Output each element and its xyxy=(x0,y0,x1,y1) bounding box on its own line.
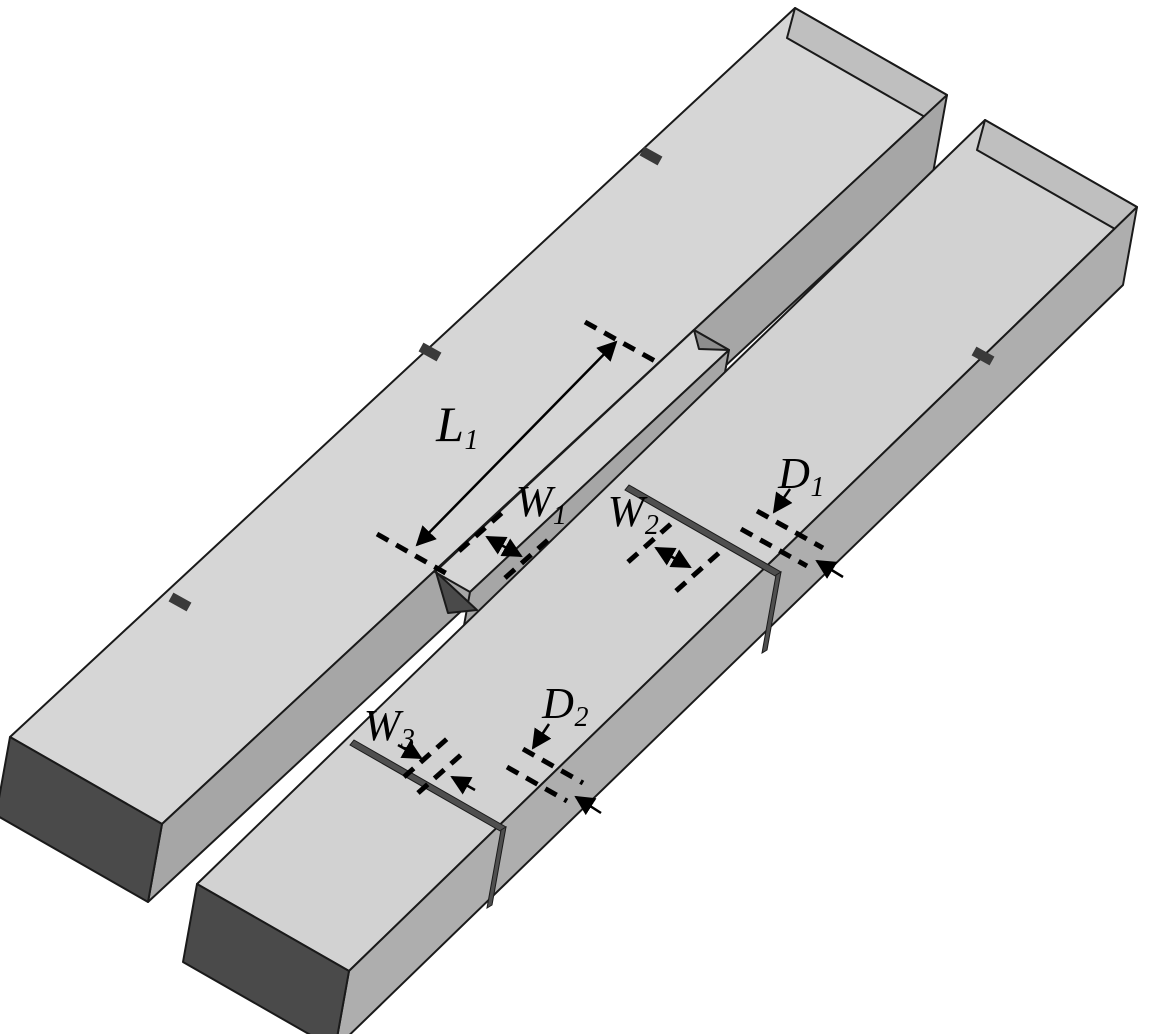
label-W2-symbol: W xyxy=(607,487,645,536)
w3-arrow-upper xyxy=(397,740,423,760)
label-L1-symbol: L xyxy=(436,396,464,452)
label-D2: D2 xyxy=(542,679,588,732)
label-D1-symbol: D xyxy=(778,449,810,498)
cavity-upper-step-wall xyxy=(693,329,730,351)
label-L1: L1 xyxy=(436,396,478,454)
label-W3: W3 xyxy=(363,701,415,754)
d2-arrow-lower xyxy=(574,795,602,816)
w1-dash-a xyxy=(457,510,505,553)
d1-arrow-upper xyxy=(772,488,793,514)
label-W3-subscript: 3 xyxy=(400,723,415,755)
l1-extent-dash-lower xyxy=(375,531,451,578)
d1-dash-b xyxy=(739,526,809,569)
cavity-lower-step-wall xyxy=(435,571,478,614)
label-W2-subscript: 2 xyxy=(644,509,659,541)
d1-dash-a xyxy=(755,508,825,551)
label-W1-subscript: 1 xyxy=(552,499,567,531)
label-D1-subscript: 1 xyxy=(810,471,825,503)
bar1-edge-notch-1 xyxy=(168,592,192,612)
w1-dash-b xyxy=(503,537,551,580)
label-W3-symbol: W xyxy=(363,701,401,750)
bar2-slit-d1-wall-trace xyxy=(761,571,782,654)
w3-dash-a xyxy=(402,736,450,779)
label-D2-symbol: D xyxy=(542,679,574,728)
d1-arrow-lower xyxy=(815,559,844,579)
d2-dash-b xyxy=(505,764,569,804)
label-D1: D1 xyxy=(778,449,824,502)
label-W2: W2 xyxy=(607,487,659,540)
bar2-near-end-face xyxy=(182,883,350,1034)
d2-dash-a xyxy=(521,746,585,786)
w3-dash-b xyxy=(416,752,464,795)
w2-dash-a xyxy=(626,521,674,564)
l1-extent-dash-upper xyxy=(583,319,657,364)
w1-dimension-arrow xyxy=(485,535,523,558)
w2-dimension-arrow xyxy=(654,546,692,569)
d2-arrow-upper xyxy=(531,723,552,750)
label-W1-symbol: W xyxy=(515,477,553,526)
bar1-edge-notch-3 xyxy=(639,146,663,166)
label-D2-subscript: 2 xyxy=(574,701,589,733)
label-L1-subscript: 1 xyxy=(464,424,479,456)
label-W1: W1 xyxy=(515,477,567,530)
l1-dimension-arrow xyxy=(415,340,618,547)
bar1-near-end-face xyxy=(0,736,163,903)
bar2-edge-notch xyxy=(971,346,995,366)
bar2-slit-d2-wall-trace xyxy=(486,826,507,909)
w3-arrow-lower xyxy=(450,775,476,795)
w2-dash-b xyxy=(674,550,722,593)
